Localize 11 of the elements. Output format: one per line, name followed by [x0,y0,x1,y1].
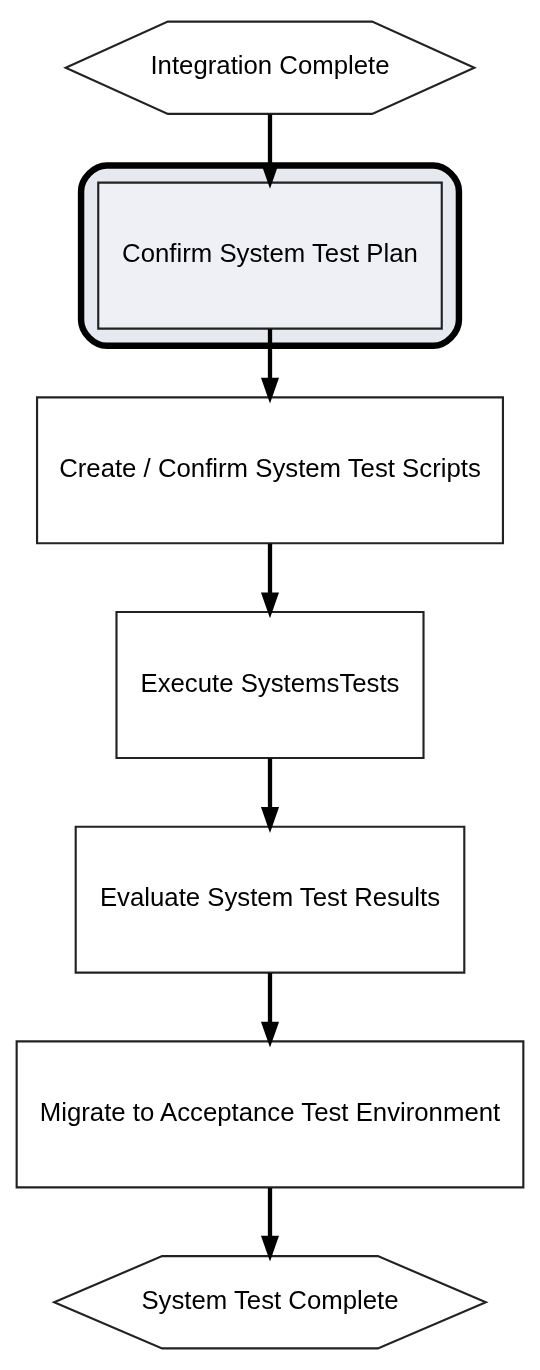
node-box: Execute SystemsTests [115,610,425,760]
arrow [260,329,280,404]
arrow [260,114,280,189]
node-box: Migrate to Acceptance Test Environment [15,1040,525,1189]
node-box: Evaluate System Test Results [74,825,466,974]
node-box: Confirm System Test Plan [97,181,443,330]
arrow [260,973,280,1048]
node-box: Create / Confirm System Test Scripts [35,396,505,545]
arrow [260,543,280,619]
arrow [260,1188,280,1262]
arrow [260,758,280,833]
